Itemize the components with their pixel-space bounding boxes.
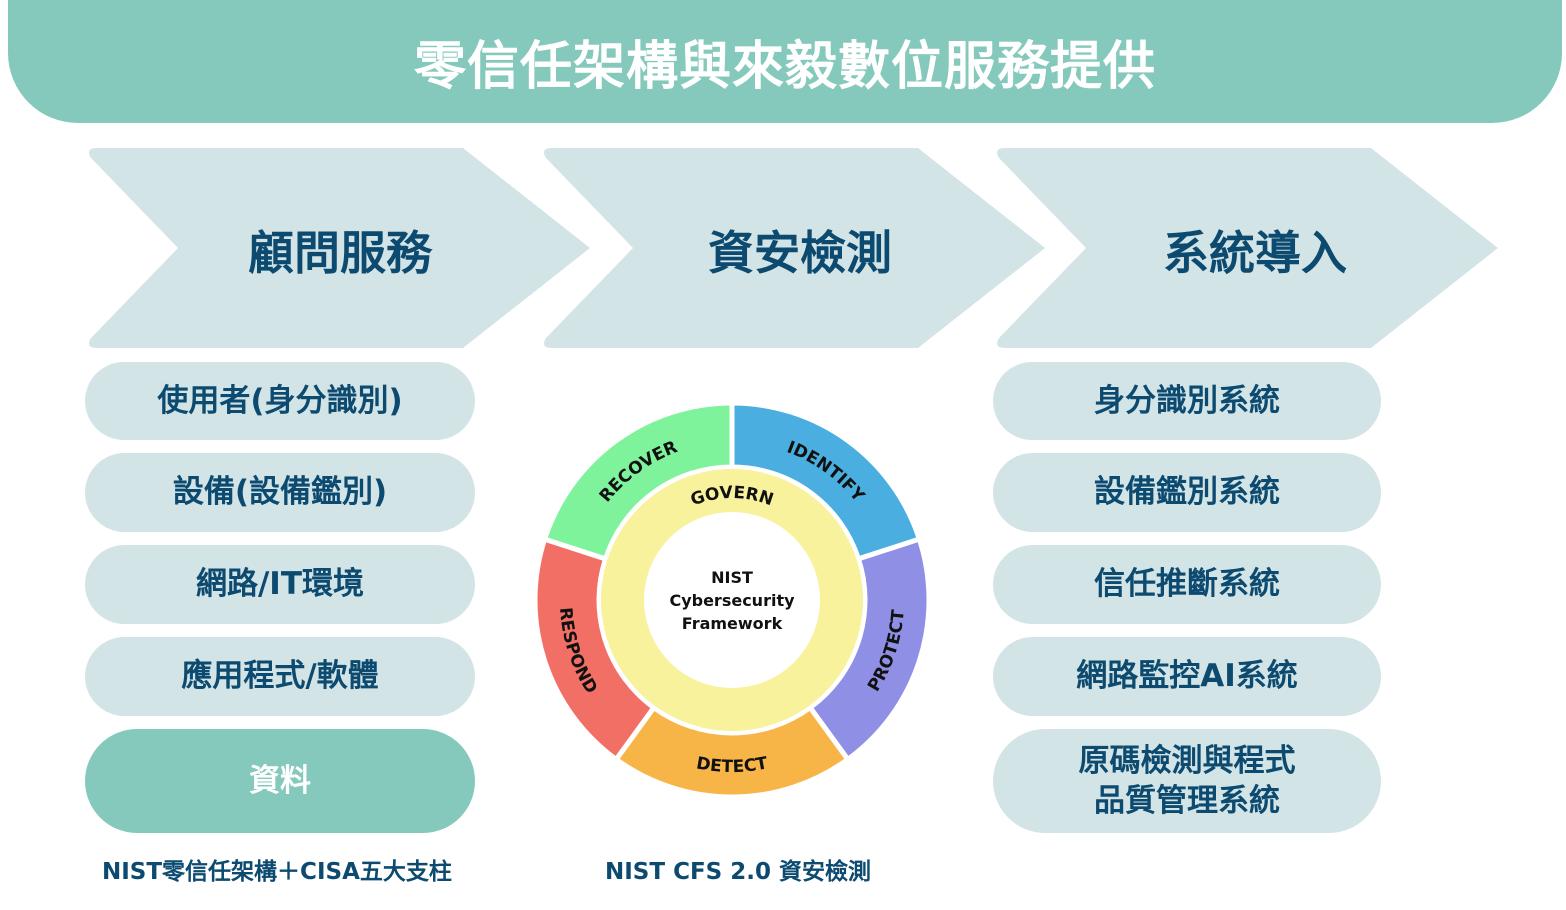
system-item: 原碼檢測與程式 品質管理系統 — [993, 729, 1381, 833]
system-item: 信任推斷系統 — [993, 545, 1381, 624]
stage-label: 資安檢測 — [708, 226, 892, 280]
consulting-item: 使用者(身分識別) — [85, 362, 475, 440]
consulting-item-highlighted: 資料 — [85, 729, 475, 833]
center-text: Framework — [682, 614, 783, 633]
stage-chevron-testing — [544, 148, 1045, 348]
consulting-item: 應用程式/軟體 — [85, 637, 475, 716]
center-text: Cybersecurity — [669, 591, 795, 610]
stage-chevron-consulting — [89, 148, 590, 348]
stage-chevron-integration — [997, 148, 1498, 348]
nist-csf-wheel: IDENTIFYPROTECTDETECTRESPONDRECOVERGOVER… — [532, 400, 932, 800]
consulting-item: 設備(設備鑑別) — [85, 453, 475, 532]
center-circle — [644, 512, 820, 688]
center-text: NIST — [711, 568, 753, 587]
stage-label: 顧問服務 — [248, 226, 432, 280]
stage-label: 系統導入 — [1163, 226, 1347, 280]
system-item: 設備鑑別系統 — [993, 453, 1381, 532]
caption-zero-trust: NIST零信任架構＋CISA五大支柱 — [102, 859, 452, 885]
title-banner: 零信任架構與來毅數位服務提供 — [8, 0, 1562, 123]
segment-recover — [541, 400, 735, 563]
page-title: 零信任架構與來毅數位服務提供 — [413, 37, 1156, 97]
label-detect: DETECT — [695, 753, 770, 777]
system-item: 網路監控AI系統 — [993, 637, 1381, 716]
caption-nist-csf: NIST CFS 2.0 資安檢測 — [605, 859, 871, 885]
system-item: 身分識別系統 — [993, 362, 1381, 440]
consulting-item: 網路/IT環境 — [85, 545, 475, 624]
